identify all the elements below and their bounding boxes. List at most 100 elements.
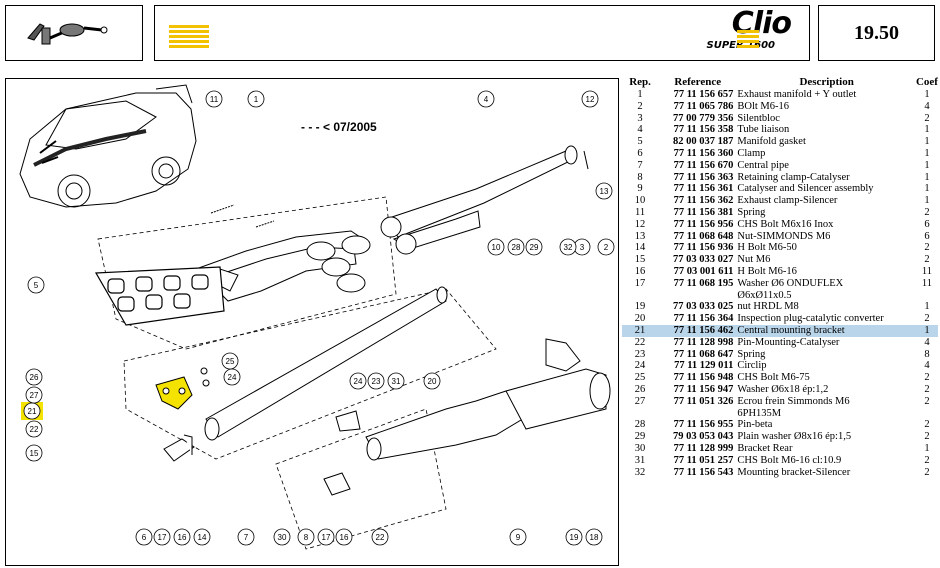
callout-label-30: 30 [278,533,287,542]
header-rep: Rep. [629,75,651,88]
rep-cell: 5 [637,136,643,148]
description-cell: Nut M6 [737,254,771,266]
catalyser-silencer [365,368,611,461]
parts-row-continuation: 6PH135M [622,408,938,420]
reference-cell: 77 11 065 786 [673,100,734,112]
reference-cell: 77 00 779 356 [672,112,734,124]
callout-label-13: 13 [600,187,609,196]
retaining-clamp [323,472,351,496]
callout-circle-28 [507,238,525,256]
reference-cell: 77 11 128 998 [673,336,734,348]
bracket-group-outline [123,288,497,460]
rep-cell: 6 [637,147,643,159]
callout-label-18: 18 [590,533,599,542]
bolt-part [583,150,589,170]
callout-label-22: 22 [376,533,385,542]
description-cell: Central pipe [737,159,789,171]
diagram-drawing: - - - < 07/2005 [19,84,615,550]
reference-cell: 77 11 156 955 [673,419,734,431]
silencer-clamp [545,338,581,372]
description-cell: CHS Bolt M6-16 cl:10.9 [737,454,842,466]
reference-cell: 77 11 156 364 [673,313,734,325]
description-cell: Catalyser and Silencer assembly [737,183,874,195]
description-cell: H Bolt M6-16 [737,265,797,277]
reference-cell: 77 11 156 947 [673,383,734,395]
reference-cell: 77 11 156 948 [673,372,734,384]
coef-cell: 6 [924,218,930,230]
reference-cell: 77 11 156 936 [673,242,734,254]
coef-cell: 2 [924,313,930,325]
description-cell: Clamp [737,147,766,159]
callout-label-27: 27 [30,391,39,400]
nut-part [200,367,208,375]
rep-cell: 13 [634,230,646,242]
coef-cell: 1 [924,159,930,171]
coef-cell: 1 [924,89,930,100]
header-coef: Coef [915,75,938,88]
rep-cell: 9 [637,183,643,195]
callout-circle-12 [581,90,599,108]
callout-label-24: 24 [354,377,363,386]
callout-circle-27 [25,386,43,404]
rep-cell: 7 [637,159,643,171]
rep-cell: 16 [634,265,646,277]
reference-cell: 77 11 156 956 [673,218,734,230]
description-continuation: Ø6xØ11x0.5 [737,289,792,301]
reference-cell: 77 11 156 358 [673,124,734,136]
reference-cell: 77 03 001 611 [673,265,734,277]
rep-cell: 28 [634,419,646,431]
coef-cell: 2 [924,112,930,124]
spring-part-2 [255,220,275,228]
rep-cell: 14 [634,242,646,254]
reference-cell: 77 11 156 657 [673,89,734,100]
rep-cell: 26 [634,383,646,395]
callout-circle-24 [349,372,367,390]
coef-cell: 2 [924,383,930,395]
reference-cell: 82 00 037 187 [672,136,734,148]
reference-cell: 77 03 033 027 [672,254,734,266]
reference-cell: 77 11 156 462 [658,324,738,337]
exhaust-system-icon [27,23,108,45]
coef-cell: 1 [915,324,938,337]
description-cell: Plain washer Ø8x16 ép:1,5 [737,431,852,443]
rep-cell: 20 [634,313,646,325]
callout-circle-7 [237,528,255,546]
reference-cell: 77 11 156 543 [673,466,734,478]
callout-circle-20 [423,372,441,390]
rep-cell: 22 [634,336,646,348]
callout-circle-1 [247,90,265,108]
callout-label-16: 16 [340,533,349,542]
